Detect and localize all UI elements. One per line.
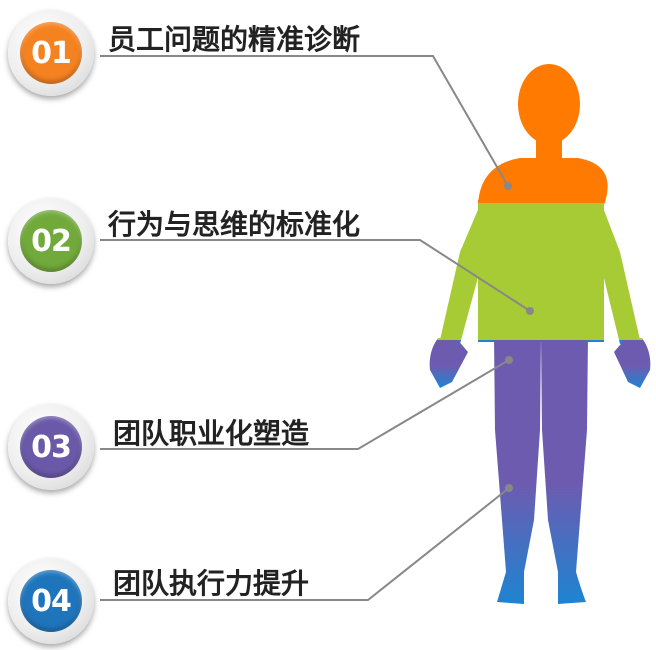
label-02: 行为与思维的标准化 bbox=[108, 208, 361, 241]
number-circle-02: 02 bbox=[20, 210, 82, 272]
anchor-dot-04 bbox=[505, 484, 513, 492]
leader-lines bbox=[100, 55, 531, 601]
anchor-dot-02 bbox=[526, 307, 534, 315]
number-circle-04: 04 bbox=[20, 570, 82, 632]
label-01: 员工问题的精准诊断 bbox=[108, 23, 361, 56]
number-02: 02 bbox=[31, 223, 72, 259]
anchor-dot-01 bbox=[504, 182, 512, 190]
badge-04: 04 bbox=[8, 558, 94, 644]
badge-02: 02 bbox=[8, 198, 94, 284]
anchor-dots bbox=[504, 182, 534, 492]
badge-03: 03 bbox=[8, 404, 94, 490]
number-03: 03 bbox=[31, 429, 72, 465]
number-circle-01: 01 bbox=[20, 22, 82, 84]
label-03: 团队职业化塑造 bbox=[113, 417, 310, 450]
number-01: 01 bbox=[31, 35, 72, 71]
label-04: 团队执行力提升 bbox=[113, 567, 310, 600]
leader-line-04 bbox=[100, 487, 510, 601]
leader-line-02 bbox=[100, 239, 531, 312]
leader-line-01 bbox=[100, 55, 509, 187]
number-circle-03: 03 bbox=[20, 416, 82, 478]
anchor-dot-03 bbox=[505, 356, 513, 364]
leader-line-03 bbox=[100, 359, 510, 450]
badge-01: 01 bbox=[8, 10, 94, 96]
number-04: 04 bbox=[31, 583, 72, 619]
